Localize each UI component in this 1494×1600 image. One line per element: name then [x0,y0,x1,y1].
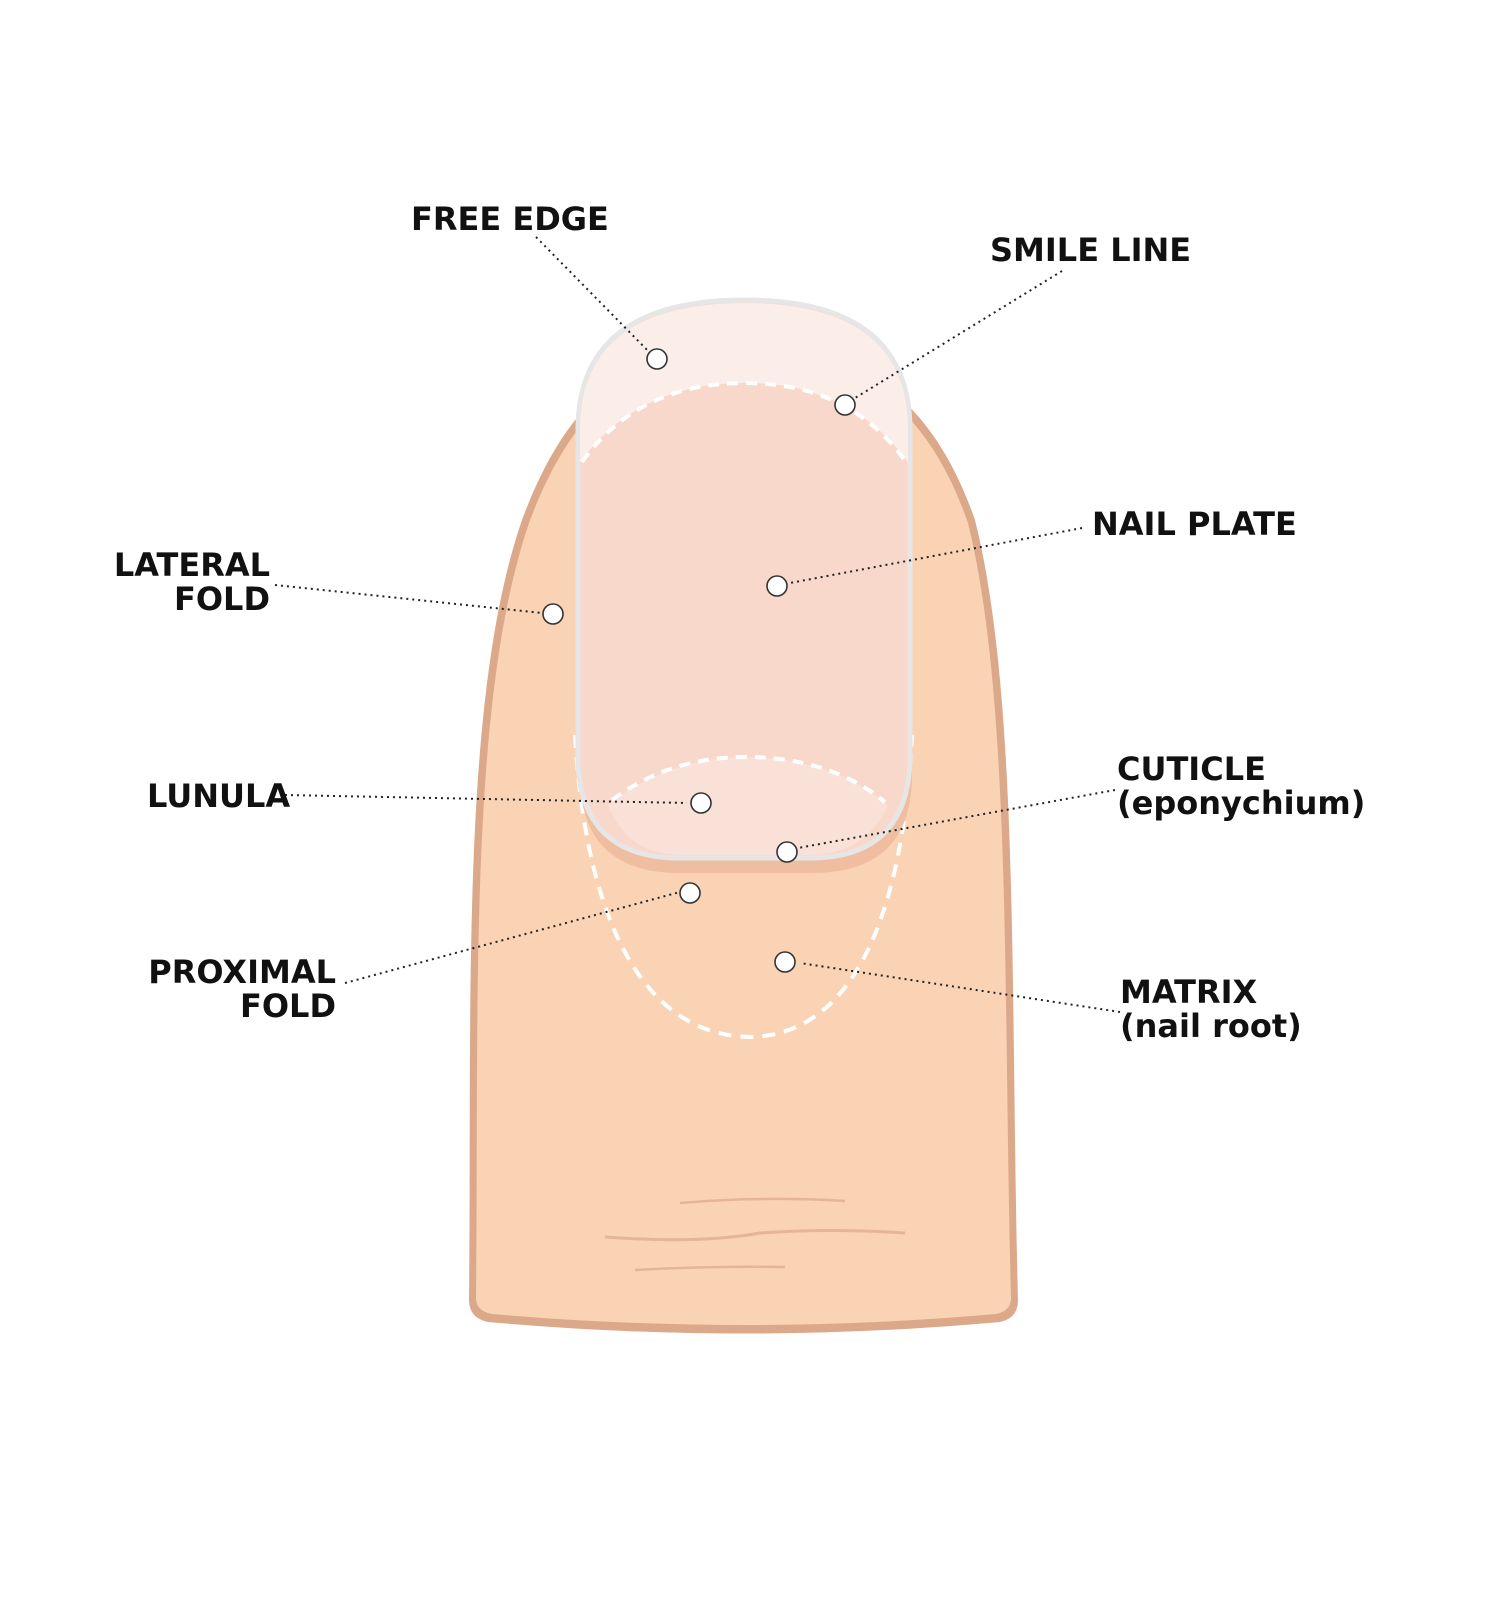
label-cuticle-line1: CUTICLE [1117,750,1266,788]
leader-smile-line [854,270,1063,399]
label-matrix-line2: (nail root) [1120,1007,1302,1045]
marker-nail-plate [766,575,788,597]
label-proximal-fold-line1: PROXIMAL [148,953,336,991]
label-nail-plate: NAIL PLATE [1092,505,1297,543]
leader-free-edge [535,236,656,359]
knuckle-crease [634,1265,786,1272]
label-cuticle-line2: (eponychium) [1117,784,1365,822]
lunula-outline [610,754,887,804]
label-matrix-line1: MATRIX [1120,973,1258,1011]
label-lunula: LUNULA [147,777,290,815]
nail-plate [575,297,913,861]
knuckle-crease [679,1197,846,1205]
leader-lateral-fold [274,584,543,614]
nail [575,297,913,861]
marker-dots [542,348,856,973]
knuckle-crease [604,1229,906,1242]
marker-lunula [690,792,712,814]
marker-cuticle [776,841,798,863]
leader-proximal-fold [344,891,681,984]
labels: FREE EDGE SMILE LINE NAIL PLATE LATERAL … [114,200,1365,1045]
free-edge [580,303,908,462]
label-free-edge: FREE EDGE [411,200,609,238]
label-lateral-fold-line2: FOLD [174,580,270,618]
label-proximal-fold-line2: FOLD [240,987,336,1025]
marker-free-edge [646,348,668,370]
marker-lateral-fold [542,603,564,625]
label-smile-line: SMILE LINE [990,231,1191,269]
matrix-outline [573,734,914,1040]
marker-proximal-fold [679,882,701,904]
leader-lunula [284,794,688,804]
leader-lines [274,236,1121,1013]
lunula [608,757,888,855]
marker-smile-line [834,394,856,416]
marker-matrix [774,951,796,973]
leader-nail-plate [789,527,1083,584]
label-lateral-fold-line1: LATERAL [114,546,270,584]
